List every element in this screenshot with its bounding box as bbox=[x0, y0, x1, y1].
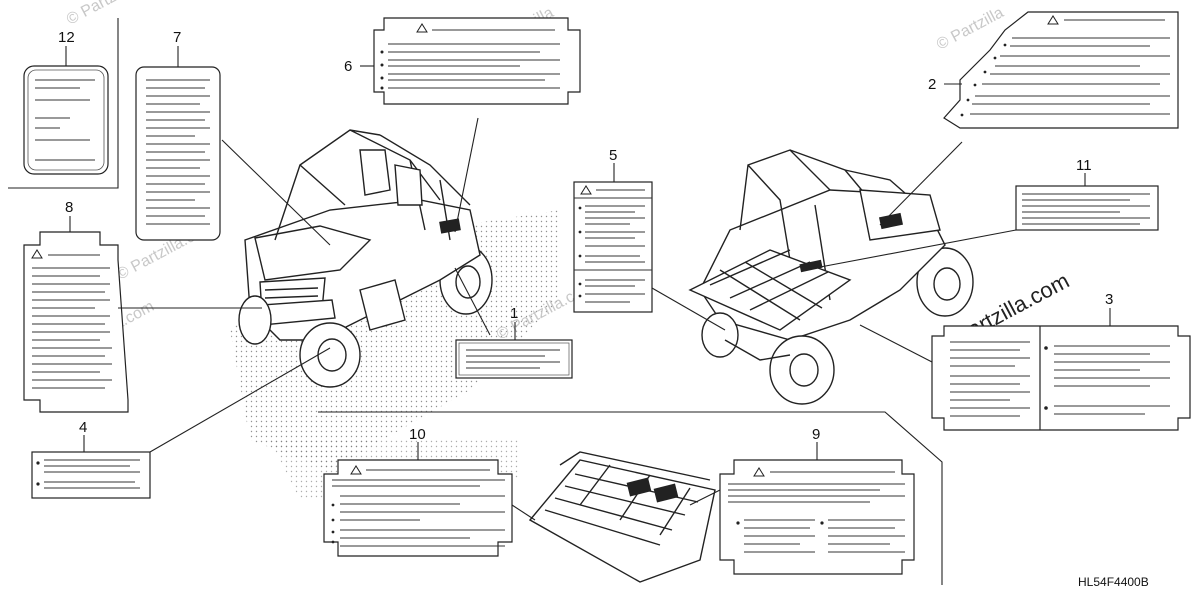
warning-triangle-icon bbox=[753, 467, 765, 477]
callout-1: 1 bbox=[510, 305, 518, 322]
label-5 bbox=[573, 181, 653, 313]
callout-2: 2 bbox=[928, 76, 936, 93]
label-2 bbox=[943, 11, 1179, 129]
label-3-right-text bbox=[1054, 345, 1170, 415]
vehicle-front-view bbox=[238, 129, 493, 388]
callout-5: 5 bbox=[609, 147, 617, 164]
callout-7: 7 bbox=[173, 29, 181, 46]
callout-3: 3 bbox=[1105, 291, 1113, 308]
callout-10: 10 bbox=[409, 426, 426, 443]
warning-triangle-icon bbox=[1047, 15, 1059, 25]
warning-triangle-icon bbox=[580, 185, 592, 195]
cargo-bed bbox=[528, 451, 716, 583]
callout-numbers: 12 7 6 8 4 1 5 2 11 3 10 9 bbox=[58, 29, 1113, 443]
label-8 bbox=[23, 231, 129, 413]
label-8-text-lines bbox=[32, 267, 112, 389]
divider-lines bbox=[8, 18, 943, 585]
leader-lines bbox=[65, 46, 1111, 521]
warning-triangle-icon bbox=[350, 465, 362, 475]
warning-triangle-icon bbox=[31, 249, 43, 259]
label-7 bbox=[135, 66, 221, 241]
vehicle-rear-view bbox=[688, 149, 974, 405]
label-1 bbox=[455, 339, 573, 379]
label-9 bbox=[719, 459, 915, 575]
label-12 bbox=[23, 65, 109, 175]
label-3 bbox=[931, 325, 1191, 431]
callout-12: 12 bbox=[58, 29, 75, 46]
label-6 bbox=[373, 17, 581, 105]
label-10 bbox=[323, 459, 513, 557]
callout-9: 9 bbox=[812, 426, 820, 443]
label-3-left-text bbox=[950, 341, 1030, 417]
diagram-code: HL54F4400B bbox=[1078, 575, 1149, 589]
watermark-top-left: © Partzilla bbox=[64, 0, 137, 29]
callout-11: 11 bbox=[1076, 157, 1092, 174]
callout-6: 6 bbox=[344, 58, 352, 75]
callout-4: 4 bbox=[79, 419, 87, 436]
warning-triangle-icon bbox=[416, 23, 428, 33]
label-4 bbox=[31, 451, 151, 499]
callout-8: 8 bbox=[65, 199, 73, 216]
label-11 bbox=[1015, 185, 1159, 231]
